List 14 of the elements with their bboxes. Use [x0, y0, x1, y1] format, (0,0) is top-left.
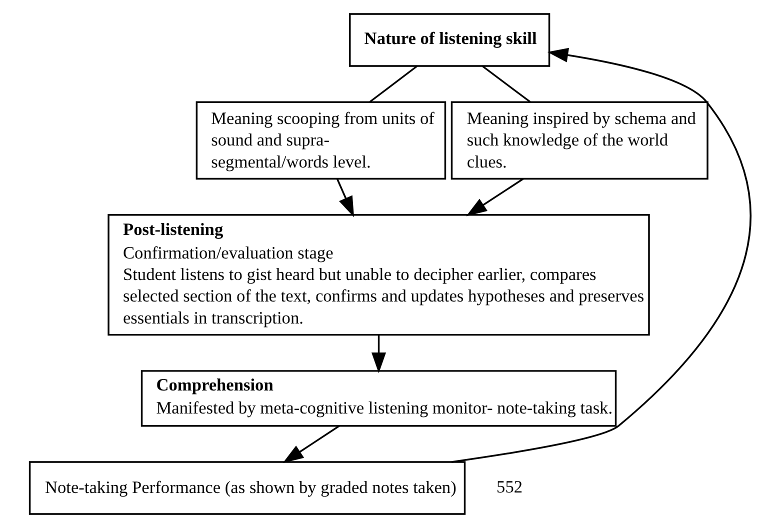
- arrow: [282, 425, 340, 464]
- node-box: Nature of listening skill: [348, 13, 550, 67]
- connector: [481, 65, 530, 103]
- node-box: Meaning inspired by schema and such knowledge of the world clues.: [450, 101, 708, 180]
- arrow: [336, 178, 354, 218]
- node-box: Note-taking Performance (as shown by graded notes taken): [28, 461, 466, 515]
- connector: [368, 65, 418, 103]
- node-box: Comprehension Manifested by meta-cognitive listening monitor- note-taking task.: [140, 370, 616, 427]
- node-box: Post-listening Confirmation/evaluation stage Student listens to gist heard but unable to decipher earlier, compares selected section of the text, confirms and updates hypotheses and preserves essentials in transcription.: [107, 214, 650, 336]
- arrow: [450, 48, 751, 463]
- arrow: [370, 335, 386, 374]
- arrow: [466, 178, 524, 216]
- node-box: Meaning scooping from units of sound and supra-segmental/words level.: [195, 101, 446, 180]
- label: 552: [496, 477, 522, 496]
